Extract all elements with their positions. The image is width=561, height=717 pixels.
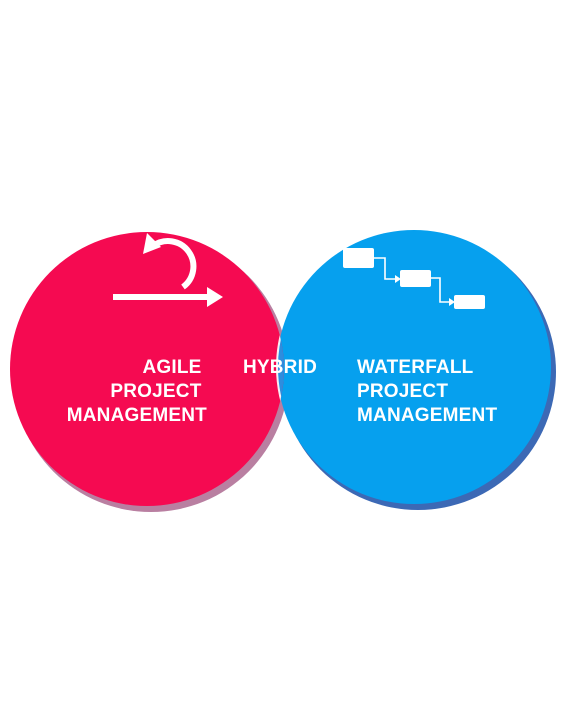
waterfall-label-line: MANAGEMENT: [357, 405, 497, 426]
waterfall-label-line: WATERFALL: [357, 357, 474, 378]
waterfall-label: WATERFALL PROJECT MANAGEMENT: [357, 357, 497, 426]
agile-label: AGILE PROJECT MANAGEMENT: [67, 357, 207, 426]
waterfall-label-line: PROJECT: [357, 381, 448, 402]
waterfall-steps-icon: [343, 248, 485, 309]
hybrid-label: HYBRID: [243, 357, 317, 378]
agile-label-line: AGILE: [142, 357, 201, 378]
agile-label-line: PROJECT: [110, 381, 201, 402]
agile-label-line: MANAGEMENT: [67, 405, 207, 426]
hybrid-outline: [276, 232, 284, 505]
agile-cycle-icon: [113, 233, 223, 307]
